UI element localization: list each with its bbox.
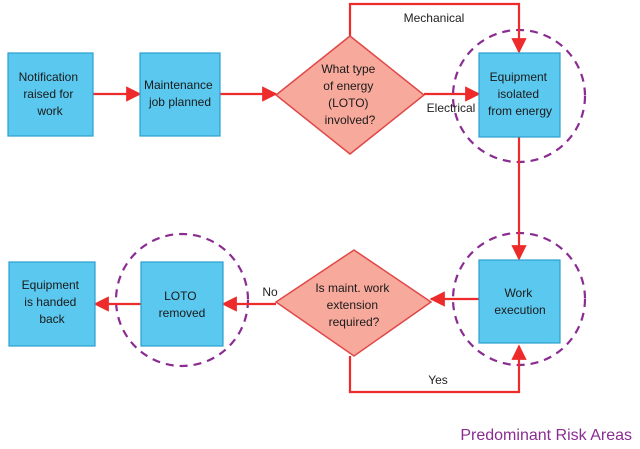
label-handed-back: Equipment is handed back — [22, 278, 83, 326]
legend-risk-areas: Predominant Risk Areas — [460, 427, 632, 444]
node-notification — [7, 52, 94, 137]
connectors — [93, 2, 527, 394]
label-notification: Notification raised for work — [19, 70, 82, 118]
node-isolated — [478, 52, 561, 138]
node-handed-back — [8, 261, 96, 347]
label-maint-planned: Maintenance job planned — [144, 78, 216, 109]
node-maint-planned — [139, 52, 221, 137]
node-extension — [274, 249, 433, 357]
label-extension: Is maint. work extension required? — [315, 281, 392, 329]
edge-label-electrical: Electrical — [427, 101, 476, 115]
node-loto-removed — [140, 261, 224, 347]
edge-label-no: No — [262, 285, 278, 299]
label-energy-type: What type of energy (LOTO) involved? — [321, 62, 378, 127]
label-loto-removed: LOTO removed — [159, 289, 206, 320]
risk-circle-loto-removed — [114, 232, 250, 368]
node-work-exec — [478, 259, 561, 344]
edge-label-yes: Yes — [428, 373, 448, 387]
node-energy-type — [274, 35, 426, 155]
label-work-exec: Work execution — [494, 286, 545, 317]
edge-label-mechanical: Mechanical — [404, 11, 465, 25]
label-isolated: Equipment isolated from energy — [488, 70, 552, 118]
arrow-mechanical — [348, 2, 527, 54]
arrow-yes-loop — [348, 344, 527, 394]
